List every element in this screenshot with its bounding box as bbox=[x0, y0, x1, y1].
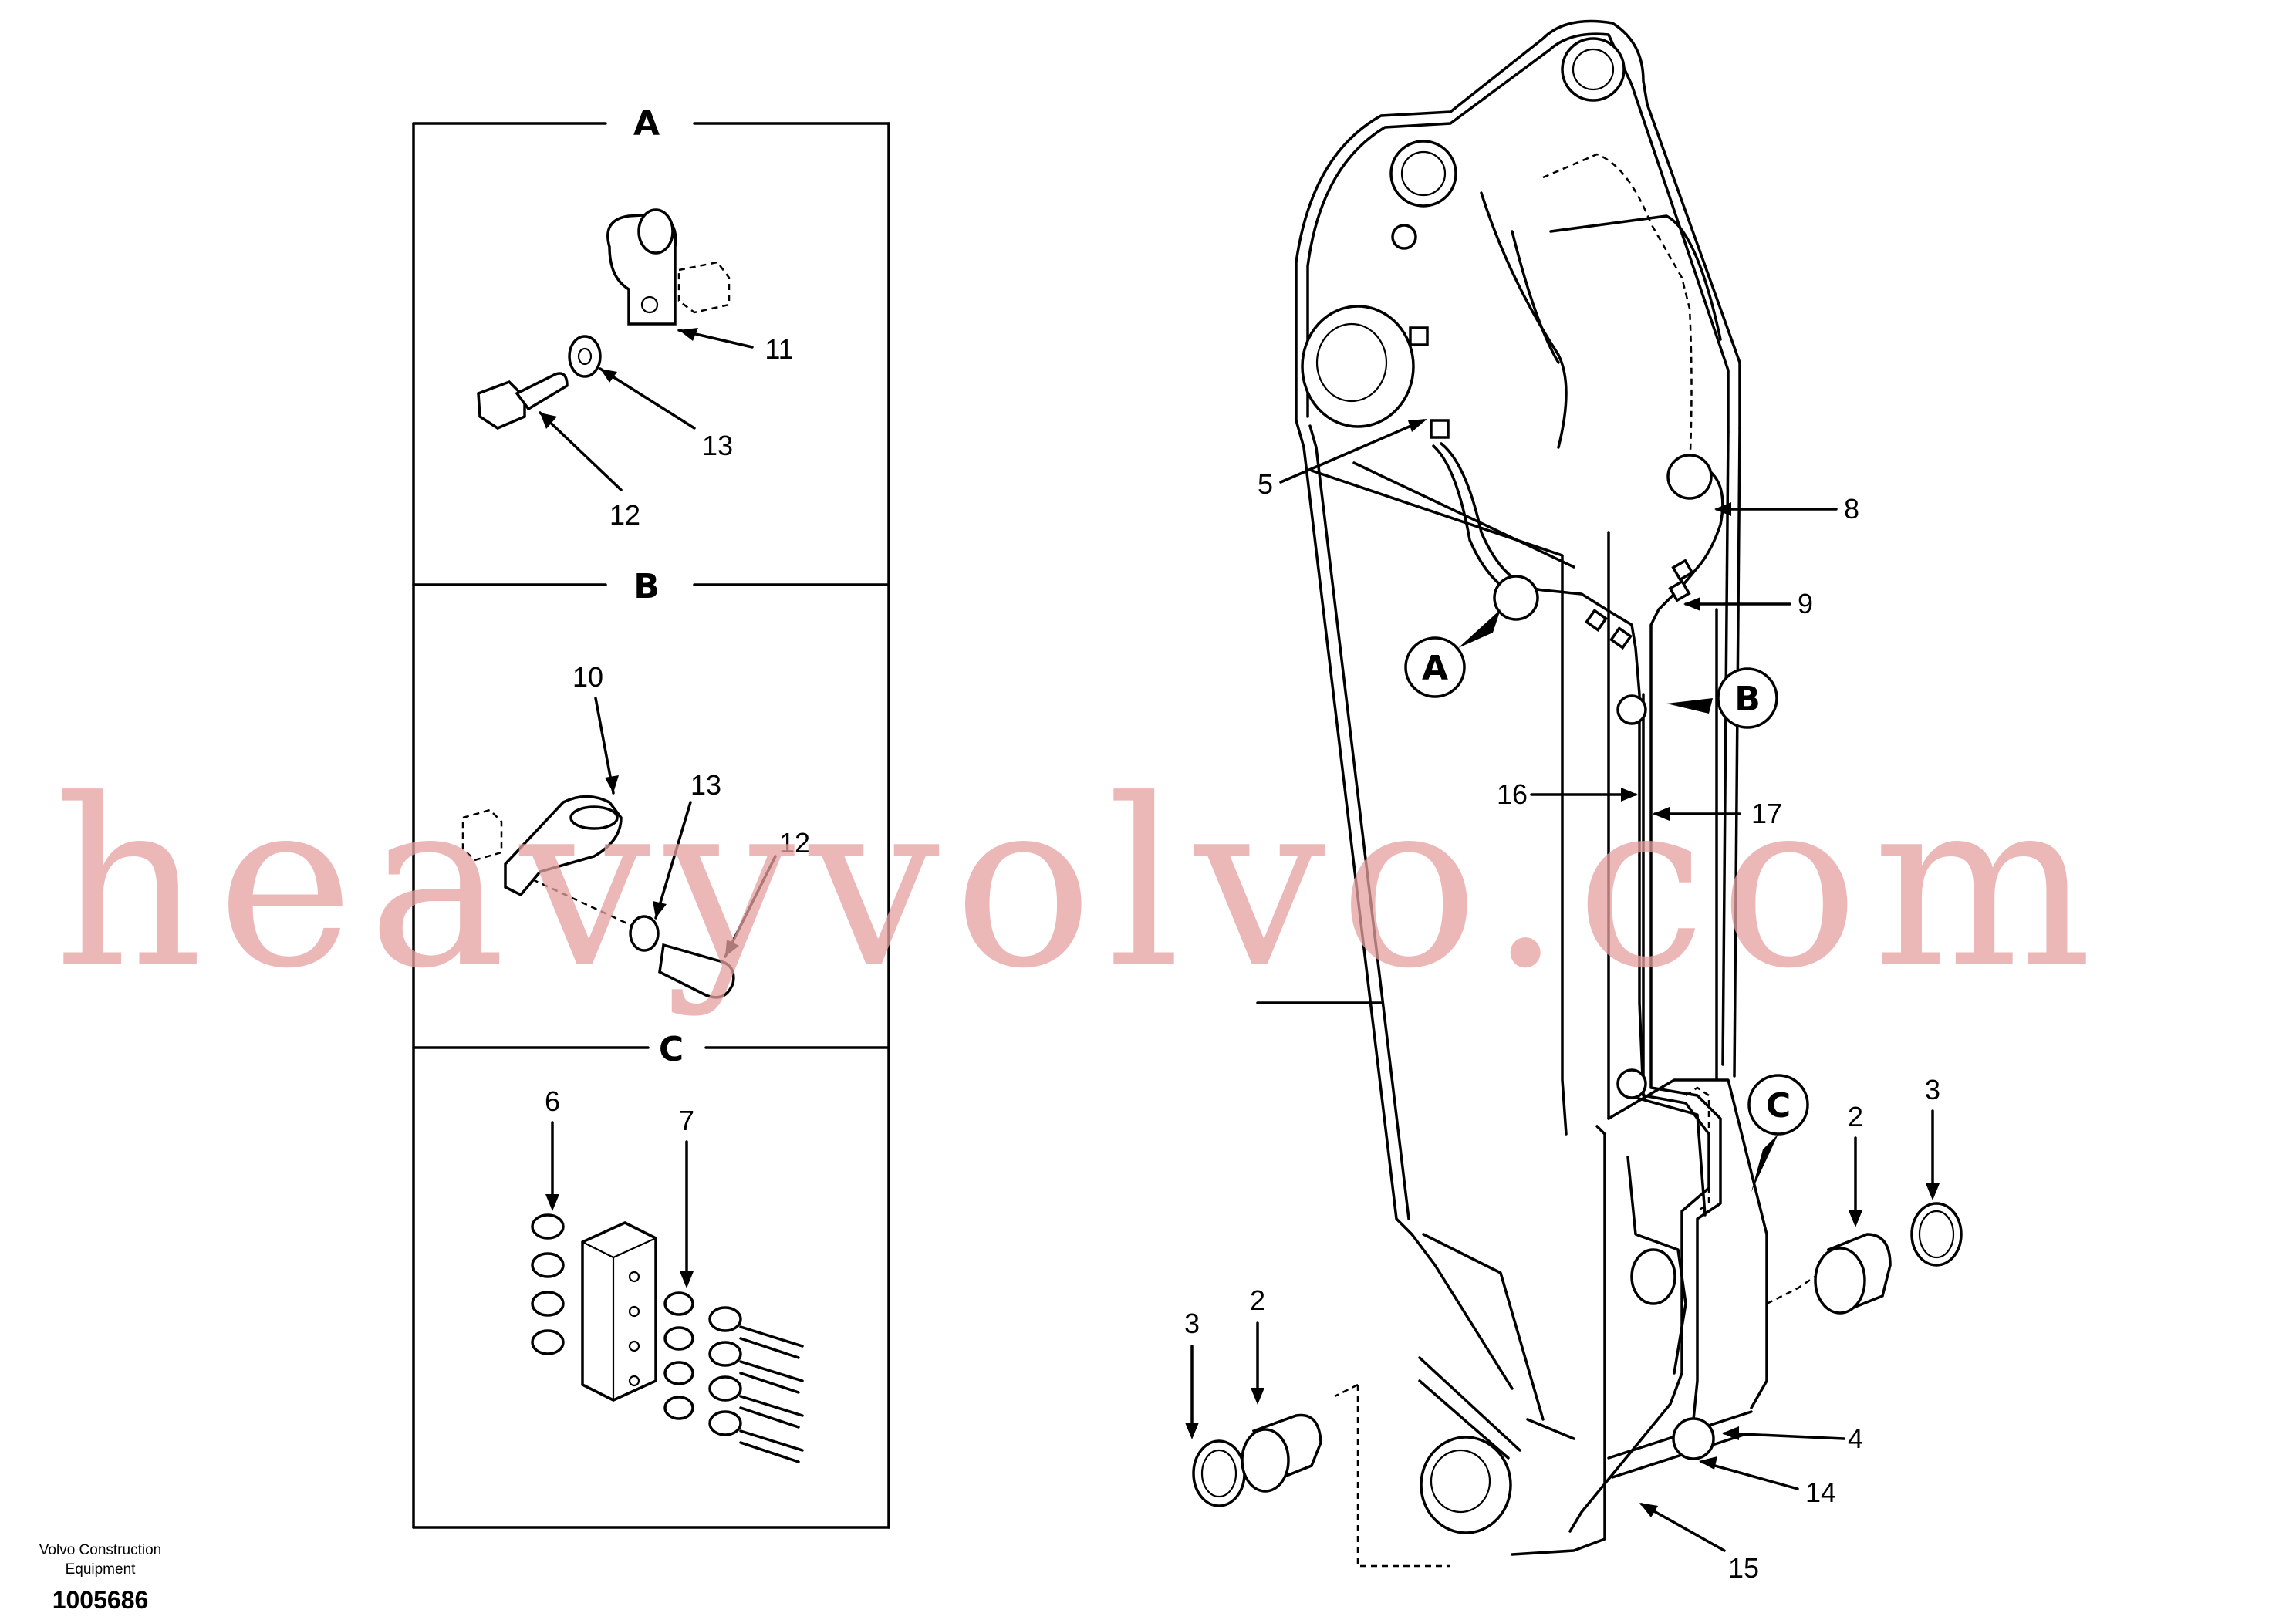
callout-a-label: A bbox=[1422, 649, 1448, 688]
section-label-c: C bbox=[659, 1030, 684, 1069]
callout-c-label: C bbox=[1766, 1086, 1791, 1126]
part-number-13-b: 13 bbox=[690, 769, 721, 801]
detail-a-parts bbox=[477, 208, 754, 491]
part-number-4: 4 bbox=[1848, 1423, 1863, 1454]
part-number-3-right: 3 bbox=[1925, 1074, 1940, 1105]
part-number-2-right: 2 bbox=[1848, 1101, 1863, 1132]
part-number-8: 8 bbox=[1844, 493, 1859, 525]
part-number-6: 6 bbox=[545, 1085, 560, 1117]
part-number-3-left: 3 bbox=[1184, 1308, 1200, 1339]
detail-c-parts bbox=[531, 1121, 804, 1463]
part-number-16: 16 bbox=[1497, 778, 1528, 810]
detail-frame: A B C bbox=[412, 104, 890, 1529]
part-number-7: 7 bbox=[679, 1105, 694, 1136]
boom-leaders bbox=[1185, 419, 1940, 1552]
part-number-13-a: 13 bbox=[702, 430, 733, 461]
hose-ends bbox=[708, 1306, 804, 1463]
part-number-15: 15 bbox=[1728, 1552, 1759, 1584]
detail-b-parts bbox=[461, 697, 777, 999]
part-number-14: 14 bbox=[1805, 1477, 1836, 1508]
part-number-12-a: 12 bbox=[609, 499, 640, 531]
bushing-left bbox=[1192, 1413, 1322, 1507]
part-number-9: 9 bbox=[1798, 588, 1813, 619]
watermark: heavyvolvo.com bbox=[54, 750, 2106, 1019]
fittings-column-6 bbox=[531, 1213, 565, 1355]
fittings-column-7 bbox=[663, 1291, 694, 1420]
part-number-17: 17 bbox=[1751, 798, 1782, 829]
section-label-b: B bbox=[633, 567, 660, 606]
part-number-12-b: 12 bbox=[779, 827, 810, 859]
part-number-2-left: 2 bbox=[1250, 1284, 1265, 1316]
boom-body bbox=[1192, 19, 1963, 1568]
callout-c-circle bbox=[1747, 1074, 1809, 1136]
part-number-5: 5 bbox=[1258, 468, 1273, 500]
section-label-a: A bbox=[633, 104, 660, 143]
part-number-11: 11 bbox=[765, 333, 793, 365]
caption-company-line2: Equipment bbox=[66, 1561, 137, 1578]
bushing-right bbox=[1814, 1202, 1963, 1315]
caption-company-line1: Volvo Construction bbox=[39, 1542, 161, 1558]
callout-a-circle bbox=[1404, 636, 1466, 698]
callout-b-label: B bbox=[1734, 680, 1761, 719]
part-number-10: 10 bbox=[572, 661, 603, 693]
callout-b-circle bbox=[1717, 667, 1778, 729]
document-number: 1005686 bbox=[52, 1586, 149, 1614]
